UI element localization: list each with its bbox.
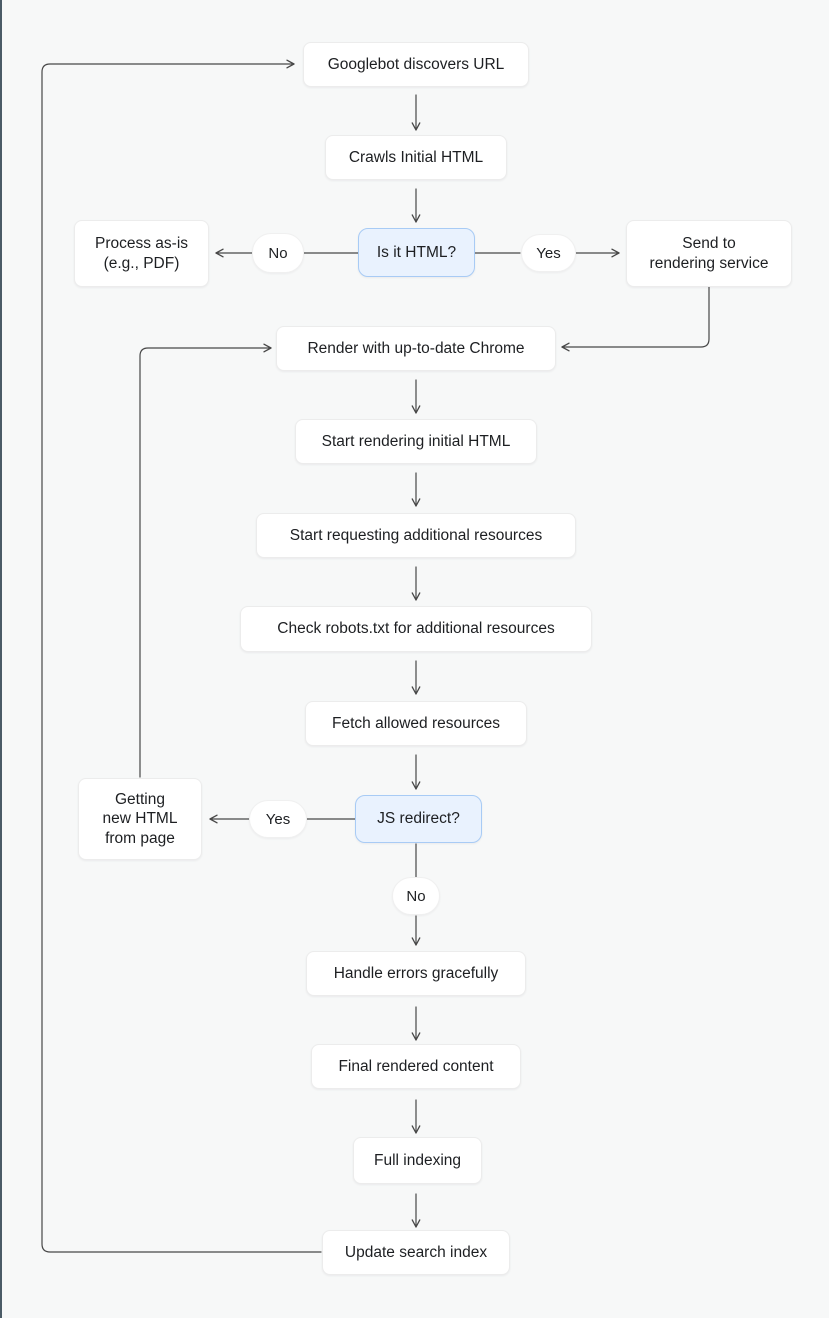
edge-label-no-is-it-html: No [252, 233, 304, 273]
edge-label-yes-js-redirect: Yes [249, 800, 307, 838]
node-final-rendered-content: Final rendered content [311, 1044, 521, 1089]
node-full-indexing: Full indexing [353, 1137, 482, 1184]
edge-gettingnewhtml-to-render [139, 343, 272, 778]
node-update-search-index: Update search index [322, 1230, 510, 1275]
window-left-edge [0, 0, 2, 1318]
node-googlebot-discovers-url: Googlebot discovers URL [303, 42, 529, 87]
node-render-with-chrome: Render with up-to-date Chrome [276, 326, 556, 371]
node-handle-errors-gracefully: Handle errors gracefully [306, 951, 526, 996]
node-is-it-html-decision: Is it HTML? [358, 228, 475, 277]
node-js-redirect-decision: JS redirect? [355, 795, 482, 843]
edge-sendrendering-to-render [561, 286, 710, 352]
edge-label-no-js-redirect: No [392, 877, 440, 915]
node-getting-new-html-from-page: Getting new HTML from page [78, 778, 202, 860]
node-send-to-rendering-service: Send to rendering service [626, 220, 792, 287]
node-check-robots-txt: Check robots.txt for additional resource… [240, 606, 592, 652]
edge-updateindex-to-googlebot-loop [41, 59, 322, 1253]
node-crawls-initial-html: Crawls Initial HTML [325, 135, 507, 180]
node-start-requesting-additional-resources: Start requesting additional resources [256, 513, 576, 558]
node-fetch-allowed-resources: Fetch allowed resources [305, 701, 527, 746]
node-start-rendering-initial-html: Start rendering initial HTML [295, 419, 537, 464]
edge-label-yes-is-it-html: Yes [521, 234, 576, 272]
node-process-as-is: Process as-is (e.g., PDF) [74, 220, 209, 287]
